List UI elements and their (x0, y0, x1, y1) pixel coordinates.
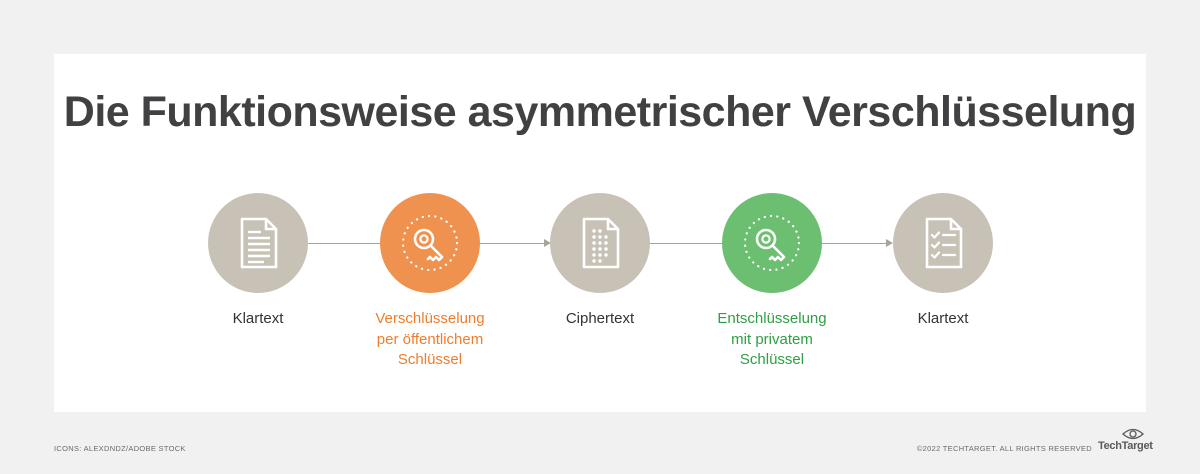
step-plaintext-input: Klartext (168, 193, 348, 330)
diagram-title: Die Funktionsweise asymmetrischer Versch… (63, 88, 1137, 136)
step-label-public-key-encryption: Verschlüsselung per öffentlichem Schlüss… (375, 310, 485, 368)
step-label-plaintext-input: Klartext (232, 310, 284, 327)
step-circle (208, 193, 308, 293)
techtarget-logo: TechTarget (1098, 428, 1153, 454)
ciphertext-document-icon (582, 217, 620, 269)
checklist-document-icon (925, 217, 963, 269)
arrowhead-2 (544, 239, 551, 247)
step-label-ciphertext: Ciphertext (565, 310, 635, 327)
step-circle (722, 193, 822, 293)
step-label-plaintext-output: Klartext (917, 310, 969, 327)
step-public-key-encryption: Verschlüsselung per öffentlichem Schlüss… (340, 193, 520, 371)
step-circle (380, 193, 480, 293)
connector-3 (650, 243, 722, 244)
private-key-icon (743, 214, 801, 272)
step-private-key-decryption: Entschlüsselung mit privatem Schlüssel (682, 193, 862, 371)
public-key-icon (401, 214, 459, 272)
plaintext-document-icon (240, 217, 278, 269)
step-ciphertext: Ciphertext (510, 193, 690, 330)
icon-credit: ICONS: ALEXDNDZ/ADOBE STOCK (54, 444, 186, 453)
connector-1 (308, 243, 380, 244)
step-circle (550, 193, 650, 293)
copyright-notice: ©2022 TECHTARGET. ALL RIGHTS RESERVED (916, 444, 1092, 453)
brand-name: TechTarget (1098, 440, 1153, 452)
connector-4 (822, 243, 886, 244)
step-circle (893, 193, 993, 293)
eye-icon (1122, 428, 1144, 440)
step-label-private-key-decryption: Entschlüsselung mit privatem Schlüssel (717, 310, 827, 368)
step-plaintext-output: Klartext (853, 193, 1033, 330)
connector-2 (480, 243, 544, 244)
arrowhead-4 (886, 239, 893, 247)
